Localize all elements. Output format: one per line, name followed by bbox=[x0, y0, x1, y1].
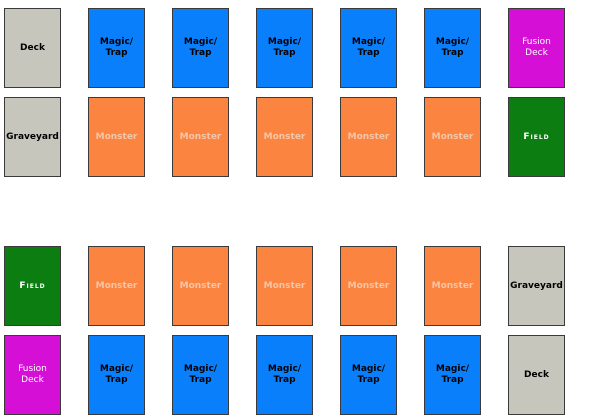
player-magic-trap-zone-4[interactable]: Magic/ Trap bbox=[340, 335, 397, 415]
player-deck-zone[interactable]: Deck bbox=[508, 335, 565, 415]
player-graveyard-zone[interactable]: Graveyard bbox=[508, 246, 565, 326]
opponent-magic-trap-zone-4[interactable]: Magic/ Trap bbox=[340, 8, 397, 88]
opponent-monster-zone-2[interactable]: Monster bbox=[172, 97, 229, 177]
opponent-field-zone[interactable]: Field bbox=[508, 97, 565, 177]
opponent-deck-zone[interactable]: Deck bbox=[4, 8, 61, 88]
player-field-zone[interactable]: Field bbox=[4, 246, 61, 326]
opponent-magic-trap-zone-5[interactable]: Magic/ Trap bbox=[424, 8, 481, 88]
opponent-monster-zone-1[interactable]: Monster bbox=[88, 97, 145, 177]
opponent-graveyard-zone[interactable]: Graveyard bbox=[4, 97, 61, 177]
player-magic-trap-zone-1[interactable]: Magic/ Trap bbox=[88, 335, 145, 415]
opponent-monster-zone-4[interactable]: Monster bbox=[340, 97, 397, 177]
opponent-magic-trap-zone-1[interactable]: Magic/ Trap bbox=[88, 8, 145, 88]
player-fusion-deck-zone[interactable]: Fusion Deck bbox=[4, 335, 61, 415]
player-monster-zone-3[interactable]: Monster bbox=[256, 246, 313, 326]
player-monster-zone-1[interactable]: Monster bbox=[88, 246, 145, 326]
opponent-fusion-deck-zone[interactable]: Fusion Deck bbox=[508, 8, 565, 88]
player-monster-zone-5[interactable]: Monster bbox=[424, 246, 481, 326]
player-magic-trap-zone-2[interactable]: Magic/ Trap bbox=[172, 335, 229, 415]
opponent-magic-trap-zone-3[interactable]: Magic/ Trap bbox=[256, 8, 313, 88]
opponent-magic-trap-zone-2[interactable]: Magic/ Trap bbox=[172, 8, 229, 88]
player-magic-trap-zone-3[interactable]: Magic/ Trap bbox=[256, 335, 313, 415]
player-monster-zone-2[interactable]: Monster bbox=[172, 246, 229, 326]
opponent-monster-zone-5[interactable]: Monster bbox=[424, 97, 481, 177]
player-monster-zone-4[interactable]: Monster bbox=[340, 246, 397, 326]
opponent-monster-zone-3[interactable]: Monster bbox=[256, 97, 313, 177]
player-magic-trap-zone-5[interactable]: Magic/ Trap bbox=[424, 335, 481, 415]
